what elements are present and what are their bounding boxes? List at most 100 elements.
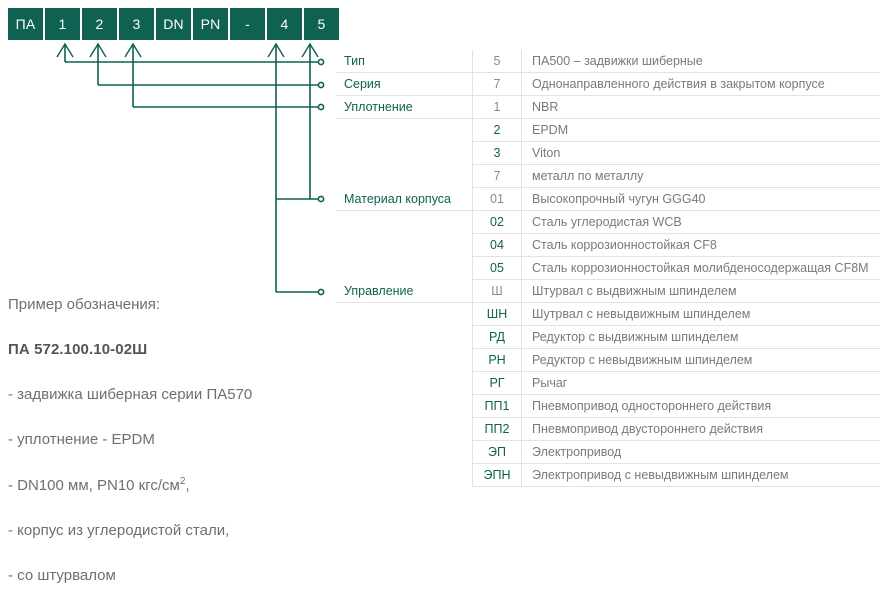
spec-group-label xyxy=(336,141,473,165)
spec-code-cell: РД xyxy=(472,325,522,349)
spec-code-cell: 01 xyxy=(472,187,522,211)
dn-superscript: 2 xyxy=(179,476,186,487)
spec-description-cell: металл по металлу xyxy=(521,164,880,188)
spec-group-label xyxy=(336,210,473,234)
spec-group-label xyxy=(336,256,473,280)
spec-description-cell: Электропривод xyxy=(521,440,880,464)
spec-description-cell: ПА500 – задвижки шиберные xyxy=(521,50,880,73)
spec-description-cell: Сталь углеродистая WCB xyxy=(521,210,880,234)
spec-code-cell: 7 xyxy=(472,164,522,188)
code-box-1: 1 xyxy=(45,8,80,40)
spec-group-label xyxy=(336,463,473,487)
connector-endpoint-dot xyxy=(317,58,325,296)
spec-code-cell: 04 xyxy=(472,233,522,257)
spec-description-cell: Сталь коррозионностойкая CF8 xyxy=(521,233,880,257)
spec-description-cell: Редуктор с невыдвижным шпинделем xyxy=(521,348,880,372)
spec-code-cell: ПП2 xyxy=(472,417,522,441)
example-bullet-3: - со штурвалом xyxy=(8,567,116,584)
spec-code-cell: ЭП xyxy=(472,440,522,464)
spec-code-cell: 3 xyxy=(472,141,522,165)
spec-code-cell: РГ xyxy=(472,371,522,395)
spec-group-label xyxy=(336,325,473,349)
spec-code-cell: 5 xyxy=(472,50,522,73)
example-designation-block: Пример обозначения: ПА 572.100.10-02Ш - … xyxy=(8,296,328,612)
spec-group-label xyxy=(336,417,473,441)
spec-description-cell: Электропривод с невыдвижным шпинделем xyxy=(521,463,880,487)
code-box-4: DN xyxy=(156,8,191,40)
example-designation: ПА 572.100.10-02Ш xyxy=(8,341,148,358)
spec-code-cell: ЭПН xyxy=(472,463,522,487)
example-bullet-2: - корпус из углеродистой стали, xyxy=(8,522,230,539)
code-box-7: 4 xyxy=(267,8,302,40)
code-box-5: PN xyxy=(193,8,228,40)
spec-description-cell: EPDM xyxy=(521,118,880,142)
spec-description-cell: Пневмопривод двустороннего действия xyxy=(521,417,880,441)
spec-group-label xyxy=(336,302,473,326)
code-box-6: - xyxy=(230,8,265,40)
spec-group-label xyxy=(336,164,473,188)
spec-group-label xyxy=(336,233,473,257)
spec-code-cell: ПП1 xyxy=(472,394,522,418)
spec-description-cell: Пневмопривод одностороннего действия xyxy=(521,394,880,418)
spec-group-label xyxy=(336,440,473,464)
spec-description-cell: Шутрвал с невыдвижным шпинделем xyxy=(521,302,880,326)
spec-description-cell: Однонаправленного действия в закрытом ко… xyxy=(521,72,880,96)
spec-description-cell: Высокопрочный чугун GGG40 xyxy=(521,187,880,211)
arrow-head-icon xyxy=(56,42,319,58)
example-bullet-dn: - DN100 мм, PN10 кгс/см2, xyxy=(8,476,328,495)
code-box-3: 3 xyxy=(119,8,154,40)
spec-group-label: Управление xyxy=(336,279,473,303)
spec-description-cell: NBR xyxy=(521,95,880,119)
spec-group-label: Уплотнение xyxy=(336,95,473,119)
spec-code-cell: 1 xyxy=(472,95,522,119)
code-box-2: 2 xyxy=(82,8,117,40)
spec-group-label xyxy=(336,394,473,418)
spec-group-label xyxy=(336,118,473,142)
spec-group-label xyxy=(336,348,473,372)
code-box-0: ПА xyxy=(8,8,43,40)
spec-group-label: Материал корпуса xyxy=(336,187,473,211)
example-heading: Пример обозначения: xyxy=(8,296,161,313)
spec-code-cell: Ш xyxy=(472,279,522,303)
spec-code-cell: РН xyxy=(472,348,522,372)
example-bullet-1: - уплотнение - EPDM xyxy=(8,431,155,448)
dn-suffix: , xyxy=(185,477,190,494)
spec-description-cell: Viton xyxy=(521,141,880,165)
code-box-8: 5 xyxy=(304,8,339,40)
spec-description-cell: Штурвал с выдвижным шпинделем xyxy=(521,279,880,303)
spec-description-cell: Рычаг xyxy=(521,371,880,395)
spec-description-cell: Сталь коррозионностойкая молибденосодерж… xyxy=(521,256,880,280)
spec-code-cell: 2 xyxy=(472,118,522,142)
dn-text: - DN100 мм, PN10 кгс/см xyxy=(8,477,180,494)
spec-code-cell: ШН xyxy=(472,302,522,326)
spec-code-cell: 7 xyxy=(472,72,522,96)
spec-group-label: Серия xyxy=(336,72,473,96)
spec-group-label xyxy=(336,371,473,395)
spec-group-label: Тип xyxy=(336,50,473,73)
example-bullet-0: - задвижка шиберная серии ПА570 xyxy=(8,386,253,403)
spec-description-cell: Редуктор с выдвижным шпинделем xyxy=(521,325,880,349)
spec-code-cell: 05 xyxy=(472,256,522,280)
